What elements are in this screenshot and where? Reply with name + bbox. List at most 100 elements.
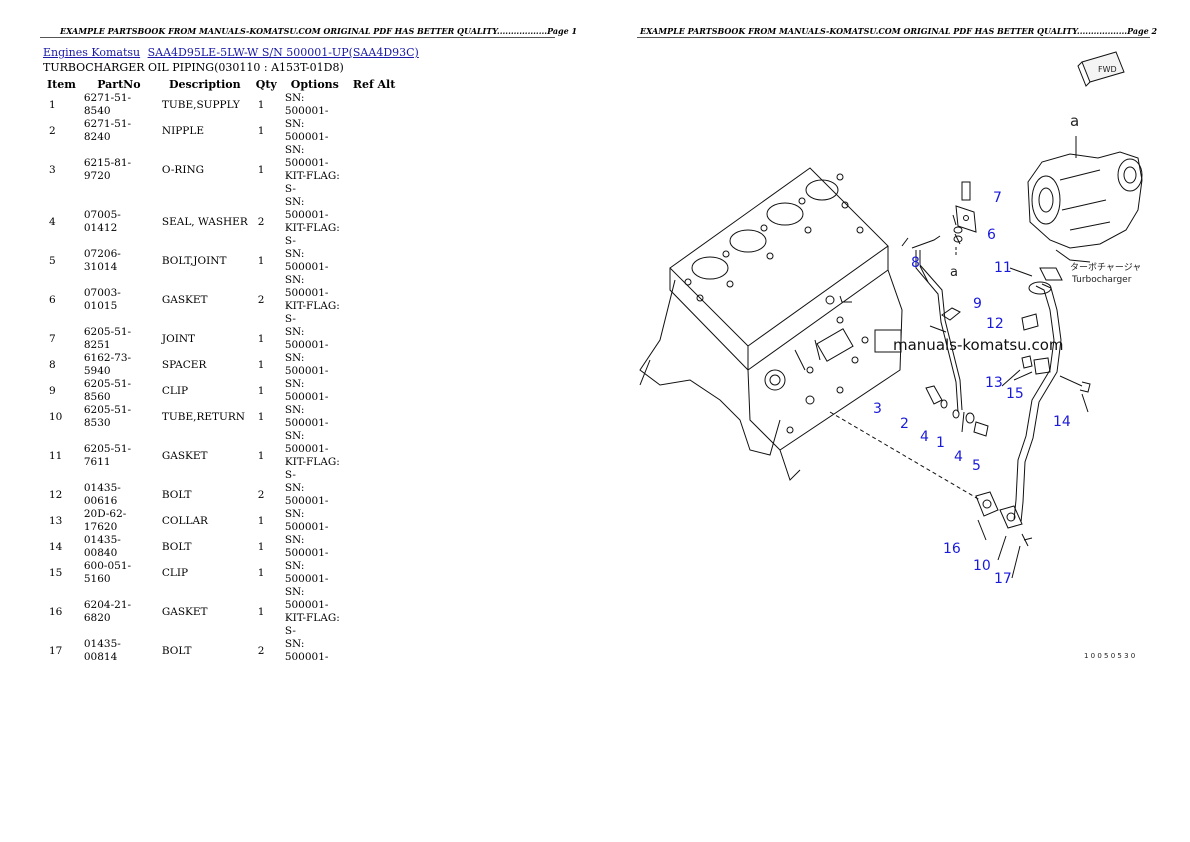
- cell-item: 10: [49, 410, 63, 423]
- table-row: 3 6215-81-9720 O-RING 1 SN: 500001-KIT-FLAG:…: [43, 144, 399, 196]
- cell-item: 15: [49, 566, 63, 579]
- cell-item: 13: [49, 514, 63, 527]
- callout-3[interactable]: 3: [873, 401, 882, 417]
- table-header-row: Item PartNo Description Qty Options Ref …: [43, 76, 399, 92]
- callout-6[interactable]: 6: [987, 227, 996, 243]
- callout-16[interactable]: 16: [943, 541, 961, 557]
- cell-ref-alt: [349, 248, 400, 274]
- page-header-right: EXAMPLE PARTSBOOK FROM MANUALS-KOMATSU.C…: [640, 26, 1158, 36]
- cell-qty: 1: [257, 566, 265, 579]
- fwd-label: FWD: [1098, 65, 1117, 74]
- callout-17[interactable]: 17: [994, 571, 1012, 587]
- callout-4b[interactable]: 4: [954, 449, 963, 465]
- cell-description: NIPPLE: [161, 124, 204, 137]
- supply-tube-drawing: [911, 235, 963, 411]
- col-description: Description: [168, 77, 241, 91]
- cell-options: SN: 500001-KIT-FLAG: S-: [281, 144, 349, 196]
- cell-ref-alt: [349, 560, 400, 586]
- drawing-code: 1 0 0 5 0 5 3 0: [1084, 652, 1135, 660]
- callout-1[interactable]: 1: [936, 435, 945, 451]
- cell-description: BOLT,JOINT: [161, 254, 227, 267]
- cell-options: SN: 500001-KIT-FLAG: S-: [281, 274, 349, 326]
- cell-ref-alt: [349, 638, 400, 664]
- cell-ref-alt: [349, 196, 400, 248]
- cell-partno: 07003-01015: [83, 287, 121, 312]
- cell-options: SN: 500001-KIT-FLAG: S-: [281, 586, 349, 638]
- cell-partno: 6205-51-8251: [83, 326, 132, 351]
- cell-qty: 1: [257, 540, 265, 553]
- cell-ref-alt: [349, 404, 400, 430]
- callout-10[interactable]: 10: [973, 558, 991, 574]
- cell-ref-alt: [349, 534, 400, 560]
- cell-ref-alt: [349, 378, 400, 404]
- option-sn: SN: 500001-: [284, 352, 329, 377]
- cell-partno: 6205-51-8530: [83, 404, 132, 429]
- callout-7[interactable]: 7: [993, 190, 1002, 206]
- cell-item: 16: [49, 605, 63, 618]
- cell-partno: 07005-01412: [83, 209, 121, 234]
- cell-options: SN: 500001-: [281, 638, 349, 664]
- cell-options: SN: 500001-KIT-FLAG: S-: [281, 430, 349, 482]
- callout-12[interactable]: 12: [986, 316, 1004, 332]
- cell-options: SN: 500001-: [281, 482, 349, 508]
- cell-partno: 6271-51-8240: [83, 118, 132, 143]
- cell-description: SEAL, WASHER: [161, 215, 248, 228]
- callout-8[interactable]: 8: [911, 255, 920, 271]
- option-sn: SN: 500001-: [284, 196, 329, 221]
- cell-ref-alt: [349, 274, 400, 326]
- cell-partno: 01435-00840: [83, 534, 121, 559]
- engines-komatsu-link[interactable]: Engines Komatsu: [43, 46, 141, 59]
- cell-item: 17: [49, 644, 63, 657]
- cell-partno: 6215-81-9720: [83, 157, 132, 182]
- option-sn: SN: 500001-: [284, 248, 329, 273]
- callout-13[interactable]: 13: [985, 375, 1003, 391]
- cell-description: CLIP: [161, 566, 189, 579]
- cell-options: SN: 500001-: [281, 508, 349, 534]
- cell-description: BOLT: [161, 540, 192, 553]
- option-sn: SN: 500001-: [284, 404, 329, 429]
- cell-item: 5: [49, 254, 56, 267]
- callout-14[interactable]: 14: [1053, 414, 1071, 430]
- cell-qty: 1: [257, 605, 265, 618]
- engine-block-drawing: [639, 167, 903, 481]
- cell-partno: 01435-00616: [83, 482, 121, 507]
- label-a-top: a: [1070, 112, 1079, 130]
- cell-qty: 1: [257, 163, 265, 176]
- cell-qty: 1: [257, 449, 265, 462]
- cell-description: GASKET: [161, 449, 208, 462]
- cell-partno: 6205-51-7611: [83, 443, 132, 468]
- callout-5[interactable]: 5: [972, 458, 981, 474]
- cell-partno: 6205-51-8560: [83, 378, 132, 403]
- callout-9[interactable]: 9: [973, 296, 982, 312]
- callout-11[interactable]: 11: [994, 260, 1012, 276]
- cell-partno: 600-051-5160: [83, 560, 132, 585]
- cell-description: COLLAR: [161, 514, 208, 527]
- option-kit-flag: KIT-FLAG: S-: [284, 170, 340, 195]
- callout-4a[interactable]: 4: [920, 429, 929, 445]
- option-kit-flag: KIT-FLAG: S-: [284, 222, 340, 247]
- parts-table: Item PartNo Description Qty Options Ref …: [43, 76, 399, 664]
- cell-description: BOLT: [161, 644, 192, 657]
- cell-description: O-RING: [161, 163, 205, 176]
- option-sn: SN: 500001-: [284, 560, 329, 585]
- turbo-label-jp: ターボチャージャ: [1070, 262, 1141, 273]
- option-kit-flag: KIT-FLAG: S-: [284, 300, 340, 325]
- option-sn: SN: 500001-: [284, 638, 329, 663]
- cell-description: SPACER: [161, 358, 207, 371]
- cell-partno: 6204-21-6820: [83, 599, 132, 624]
- cell-item: 3: [49, 163, 56, 176]
- cell-ref-alt: [349, 118, 400, 144]
- model-link[interactable]: SAA4D95LE-5LW-W S/N 500001-UP(SAA4D93C): [147, 46, 419, 59]
- cell-item: 1: [49, 98, 56, 111]
- cell-qty: 2: [257, 293, 265, 306]
- callout-15[interactable]: 15: [1006, 386, 1024, 402]
- callout-2[interactable]: 2: [900, 416, 909, 432]
